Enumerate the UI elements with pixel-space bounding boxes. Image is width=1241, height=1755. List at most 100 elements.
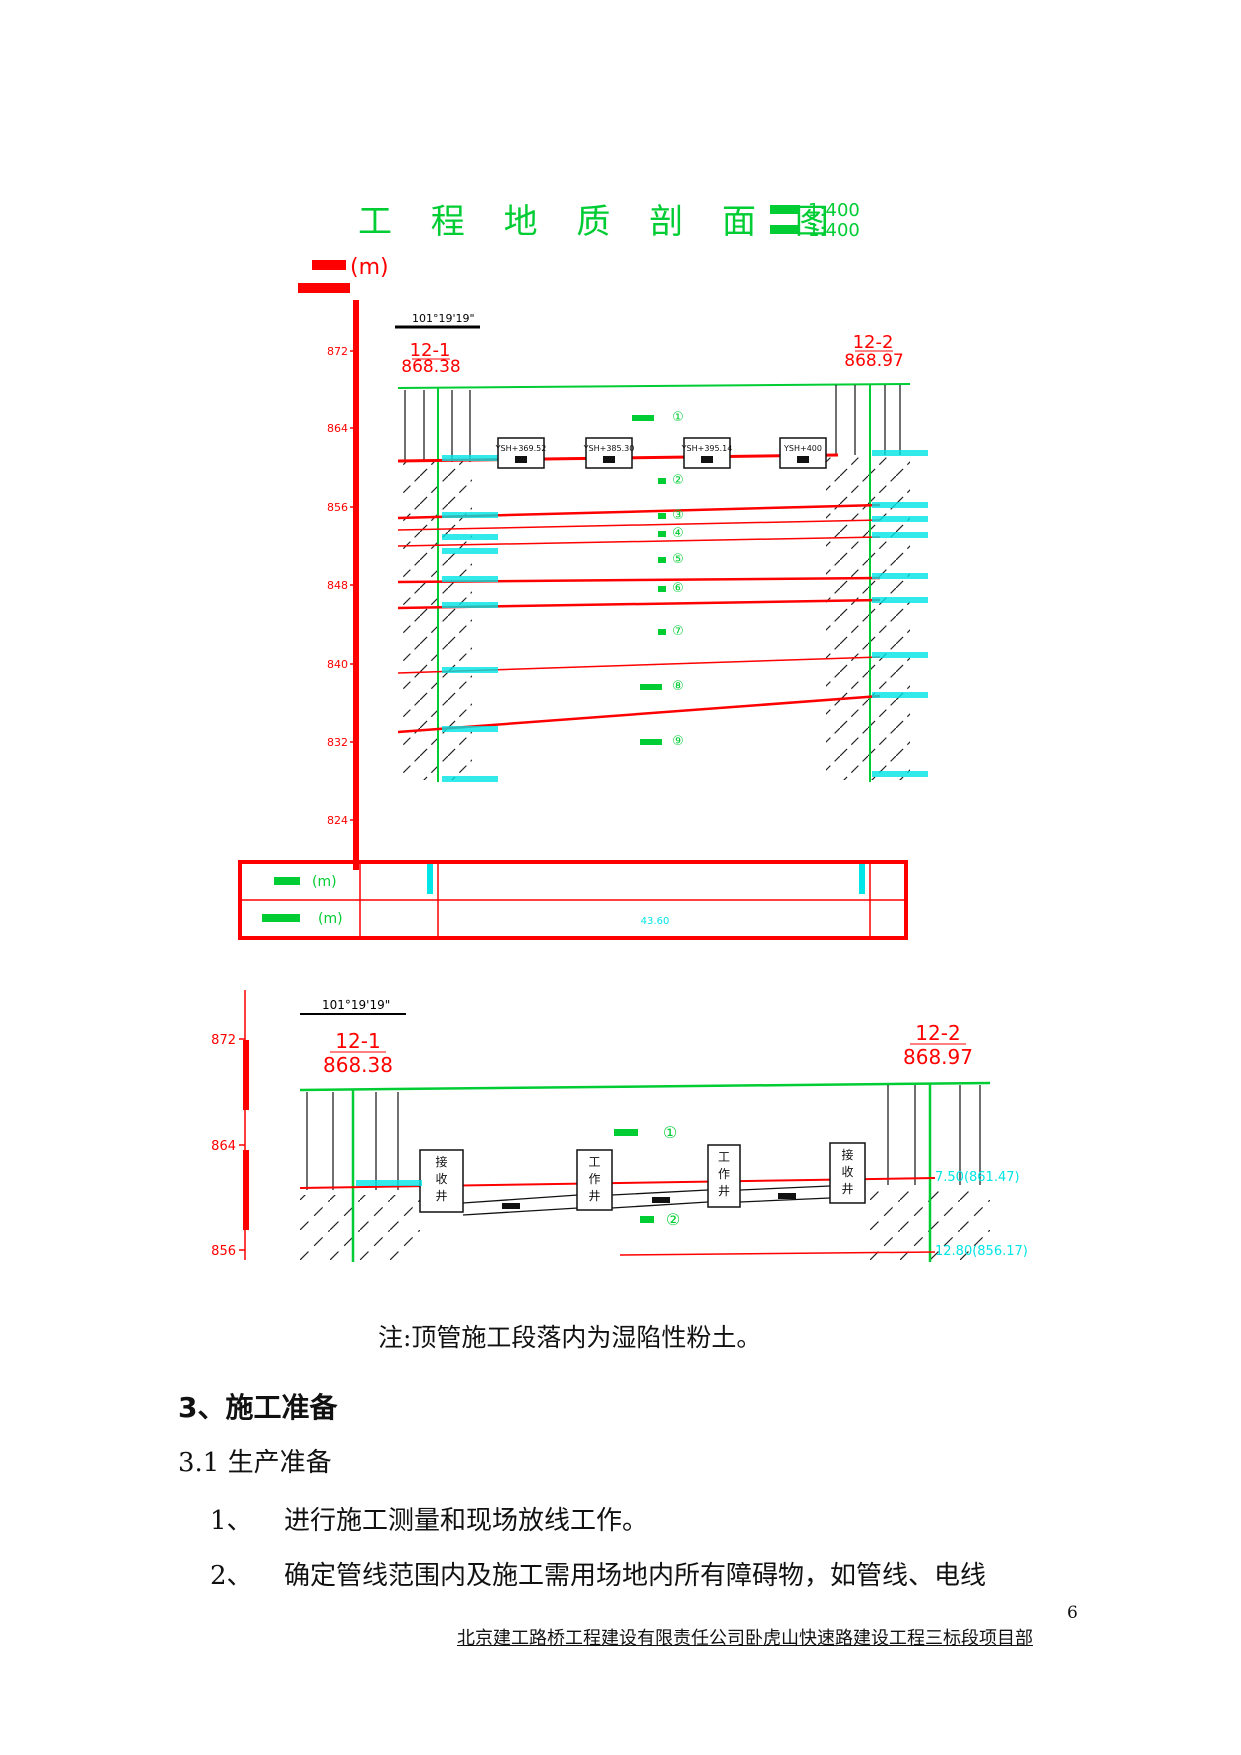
list-item-text: 进行施工测量和现场放线工作。 bbox=[284, 1506, 649, 1536]
borehole-right-label: 12-2 868.97 bbox=[844, 332, 903, 371]
well-box bbox=[419, 1149, 464, 1213]
svg-text:868.97: 868.97 bbox=[844, 351, 903, 371]
svg-text:①: ① bbox=[663, 1123, 677, 1142]
layer-number: ④ bbox=[672, 526, 684, 541]
list-item-text: 确定管线范围内及施工需用场地内所有障碍物，如管线、电线 bbox=[284, 1561, 987, 1591]
figure-note: 注:顶管施工段落内为湿陷性粉土。 bbox=[378, 1323, 762, 1352]
well-label-char: 接 bbox=[841, 1147, 853, 1162]
profile-layer-boundary bbox=[299, 1177, 936, 1189]
scale-block: 1:400 1:400 bbox=[770, 200, 860, 241]
well-label-char: 工 bbox=[588, 1155, 600, 1169]
well-box bbox=[829, 1142, 866, 1204]
axis-tick-label: 864 bbox=[211, 1139, 236, 1154]
profile-orientation-marker: 101°19'19" bbox=[300, 998, 406, 1015]
layer-numbers: ① ② ③ ④ ⑤ ⑥ ⑦ ⑧ ⑨ bbox=[632, 410, 684, 749]
layer-name-mark bbox=[640, 739, 662, 745]
well-label-char: 工 bbox=[718, 1150, 730, 1164]
layer-number: ⑥ bbox=[672, 581, 684, 596]
list-item-number: 1、 bbox=[210, 1506, 253, 1536]
well-label-char: 收 bbox=[435, 1172, 447, 1186]
svg-text:12-2: 12-2 bbox=[853, 332, 894, 353]
profile-depth-right-2: 12.80(856.17) bbox=[935, 1244, 1028, 1259]
axis-tick-label: 832 bbox=[327, 736, 348, 749]
pit-chainage: YSH+395.14 bbox=[681, 444, 733, 453]
pit-type-mark bbox=[797, 456, 809, 463]
well-label-char: 井 bbox=[841, 1182, 853, 1196]
svg-text:12-2: 12-2 bbox=[915, 1021, 960, 1045]
elevation-axis: 872 864 856 848 840 832 824 bbox=[327, 300, 359, 870]
axis-tick-label: 864 bbox=[327, 422, 348, 435]
section-heading: 3、施工准备 bbox=[178, 1391, 338, 1424]
layer-number: ⑦ bbox=[672, 624, 684, 639]
axis-tick-label: 840 bbox=[327, 658, 348, 671]
pit-type-mark bbox=[515, 456, 527, 463]
profile-borehole-right-label: 12-2 868.97 bbox=[903, 1021, 973, 1069]
well-label-char: 井 bbox=[718, 1184, 730, 1198]
svg-text:101°19'19": 101°19'19" bbox=[322, 998, 390, 1012]
layer-name-mark bbox=[640, 684, 662, 690]
axis-tick-label: 856 bbox=[211, 1244, 236, 1259]
scale-vertical: 1:400 bbox=[808, 220, 860, 241]
scale-horizontal: 1:400 bbox=[808, 200, 860, 221]
layer-number: ⑧ bbox=[672, 679, 684, 694]
layer-number: ⑤ bbox=[672, 552, 684, 567]
svg-text:12-1: 12-1 bbox=[335, 1029, 380, 1053]
page-footer: 北京建工路桥工程建设有限责任公司卧虎山快速路建设工程三标段项目部 bbox=[457, 1628, 1033, 1649]
elevation-axis-label: (m) bbox=[298, 255, 389, 293]
pit-type-mark bbox=[603, 456, 615, 463]
axis-tick-label: 872 bbox=[211, 1033, 236, 1048]
profile-elevation-axis: 872 864 856 bbox=[211, 990, 249, 1260]
svg-text:868.38: 868.38 bbox=[323, 1053, 393, 1077]
svg-text:12-1: 12-1 bbox=[410, 340, 451, 361]
svg-text:868.97: 868.97 bbox=[903, 1045, 973, 1069]
pipe-labels bbox=[502, 1193, 796, 1209]
svg-text:868.38: 868.38 bbox=[401, 357, 460, 377]
well-label-char: 收 bbox=[841, 1165, 853, 1179]
subsection-heading: 3.1 生产准备 bbox=[178, 1448, 332, 1478]
orientation-angle: 101°19'19" bbox=[412, 312, 475, 325]
borehole-right-top-lines bbox=[835, 385, 901, 455]
layer-name-mark bbox=[658, 629, 666, 635]
well-label-char: 井 bbox=[588, 1189, 600, 1203]
profile-borehole-left-lines bbox=[306, 1092, 399, 1190]
pit-chainage: YSH+385.30 bbox=[583, 444, 635, 453]
well-label-char: 井 bbox=[435, 1189, 447, 1203]
layer-name-mark bbox=[632, 415, 654, 421]
depth-annotations bbox=[442, 450, 928, 782]
profile-hatch-left bbox=[300, 1195, 420, 1260]
axis-tick-label: 856 bbox=[327, 501, 348, 514]
layer-number: ⑨ bbox=[672, 734, 684, 749]
ground-surface-line bbox=[397, 383, 911, 389]
axis-tick-label: 872 bbox=[327, 345, 348, 358]
pit-type-mark bbox=[701, 456, 713, 463]
axis-tick-label: 824 bbox=[327, 814, 348, 827]
layer-number: ③ bbox=[672, 508, 684, 523]
elevation-unit: (m) bbox=[350, 255, 389, 280]
borehole-left-label: 12-1 868.38 bbox=[401, 340, 460, 377]
orientation-marker: 101°19'19" bbox=[395, 312, 480, 329]
pipe-jacking-profile-figure: 872 864 856 101°19'19" 12-1 868.38 12-2 86… bbox=[211, 990, 1028, 1262]
layer-number: ① bbox=[672, 410, 684, 425]
layer-name-mark bbox=[658, 557, 666, 563]
profile-ground-line bbox=[299, 1081, 991, 1092]
profile-borehole-left-label: 12-1 868.38 bbox=[323, 1029, 393, 1077]
profile-borehole-right-lines bbox=[887, 1085, 981, 1185]
table-row2-unit: (m) bbox=[318, 911, 343, 927]
svg-text:②: ② bbox=[666, 1210, 680, 1229]
well-label-char: 作 bbox=[718, 1167, 730, 1181]
borehole-left-top-lines bbox=[404, 390, 471, 462]
table-row1-unit: (m) bbox=[312, 874, 337, 890]
well-label-char: 接 bbox=[435, 1154, 447, 1169]
pit-chainage: YSH+369.52 bbox=[495, 444, 547, 453]
layer-name-mark bbox=[658, 531, 666, 537]
figure-title: 工 程 地 质 剖 面 图 bbox=[358, 202, 843, 242]
profile-table: (m) (m) 43.60 bbox=[238, 860, 908, 940]
profile-depth-right-1: 7.50(861.47) bbox=[935, 1170, 1020, 1185]
layer-number: ② bbox=[672, 473, 684, 488]
geological-section-figure: 工 程 地 质 剖 面 图 1:400 1:400 (m) 8728648568… bbox=[238, 200, 928, 940]
axis-tick-label: 848 bbox=[327, 579, 348, 592]
layer-name-mark bbox=[658, 586, 666, 592]
layer-name-mark bbox=[658, 478, 666, 484]
